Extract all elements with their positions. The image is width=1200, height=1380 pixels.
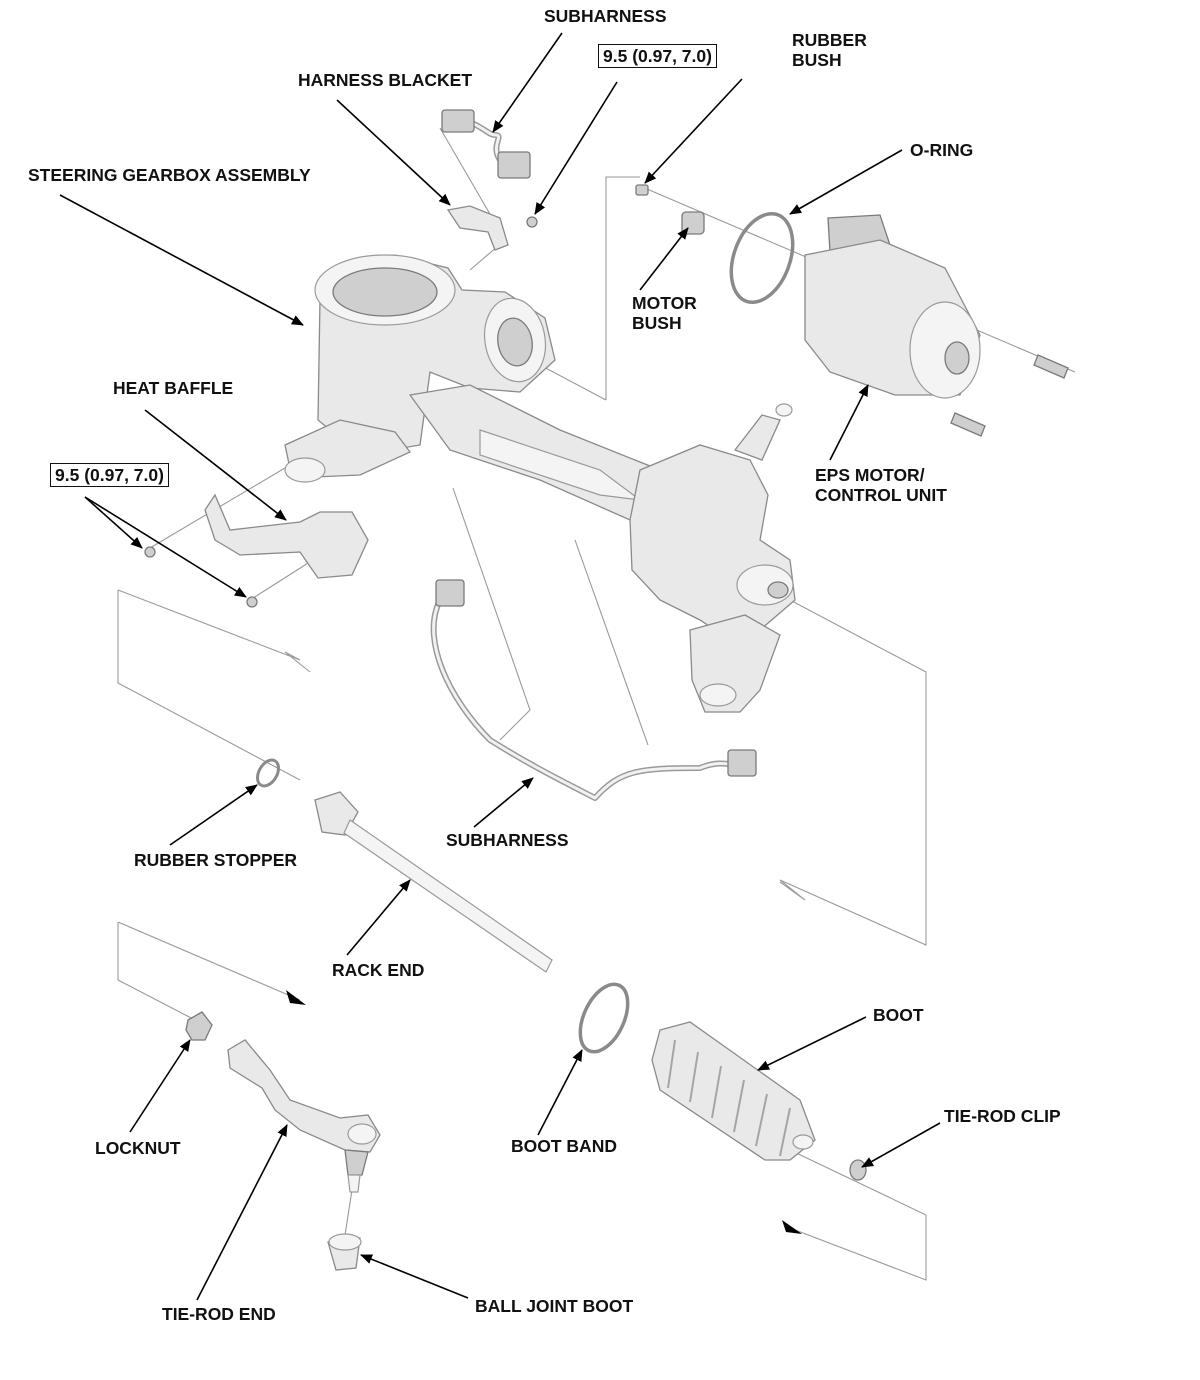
label-subharness-top: SUBHARNESS — [544, 6, 667, 26]
steering-gearbox-part — [284, 254, 796, 713]
label-heat-baffle: HEAT BAFFLE — [113, 378, 234, 398]
label-boot: BOOT — [873, 1005, 924, 1025]
label-boot-band: BOOT BAND — [511, 1136, 617, 1156]
leader-lines — [59, 32, 941, 1301]
label-eps-motor-line1: EPS MOTOR/ — [815, 465, 925, 485]
rack-end-part — [256, 758, 553, 973]
label-rubber-bush-line1: RUBBER — [792, 30, 867, 50]
guide-arrowheads — [286, 990, 802, 1234]
eps-motor-part — [804, 214, 1069, 437]
label-tie-rod-clip: TIE-ROD CLIP — [944, 1106, 1061, 1126]
label-rack-end: RACK END — [332, 960, 425, 980]
bush-parts — [635, 184, 795, 305]
label-tie-rod-end: TIE-ROD END — [162, 1304, 276, 1324]
tie-rod-parts — [185, 1011, 381, 1271]
label-ball-joint-boot: BALL JOINT BOOT — [475, 1296, 634, 1316]
label-motor-bush-line2: BUSH — [632, 313, 682, 333]
top-subharness-part — [441, 109, 531, 179]
torque-spec-top: 9.5 (0.97, 7.0) — [598, 44, 717, 68]
middle-subharness-part — [430, 579, 757, 801]
label-o-ring: O-RING — [910, 140, 974, 160]
label-subharness-middle: SUBHARNESS — [446, 830, 569, 850]
label-locknut: LOCKNUT — [95, 1138, 181, 1158]
torque-spec-left: 9.5 (0.97, 7.0) — [50, 463, 169, 487]
label-rubber-stopper: RUBBER STOPPER — [134, 850, 298, 870]
label-rubber-bush-line2: BUSH — [792, 50, 842, 70]
label-steering-gearbox-assembly: STEERING GEARBOX ASSEMBLY — [28, 165, 311, 185]
label-harness-blacket: HARNESS BLACKET — [298, 70, 473, 90]
guide-lines — [117, 127, 1076, 1281]
label-eps-motor-line2: CONTROL UNIT — [815, 485, 947, 505]
heat-baffle-part — [144, 493, 369, 608]
label-motor-bush-line1: MOTOR — [632, 293, 697, 313]
boot-parts — [578, 982, 867, 1181]
harness-bracket-part — [446, 205, 538, 251]
